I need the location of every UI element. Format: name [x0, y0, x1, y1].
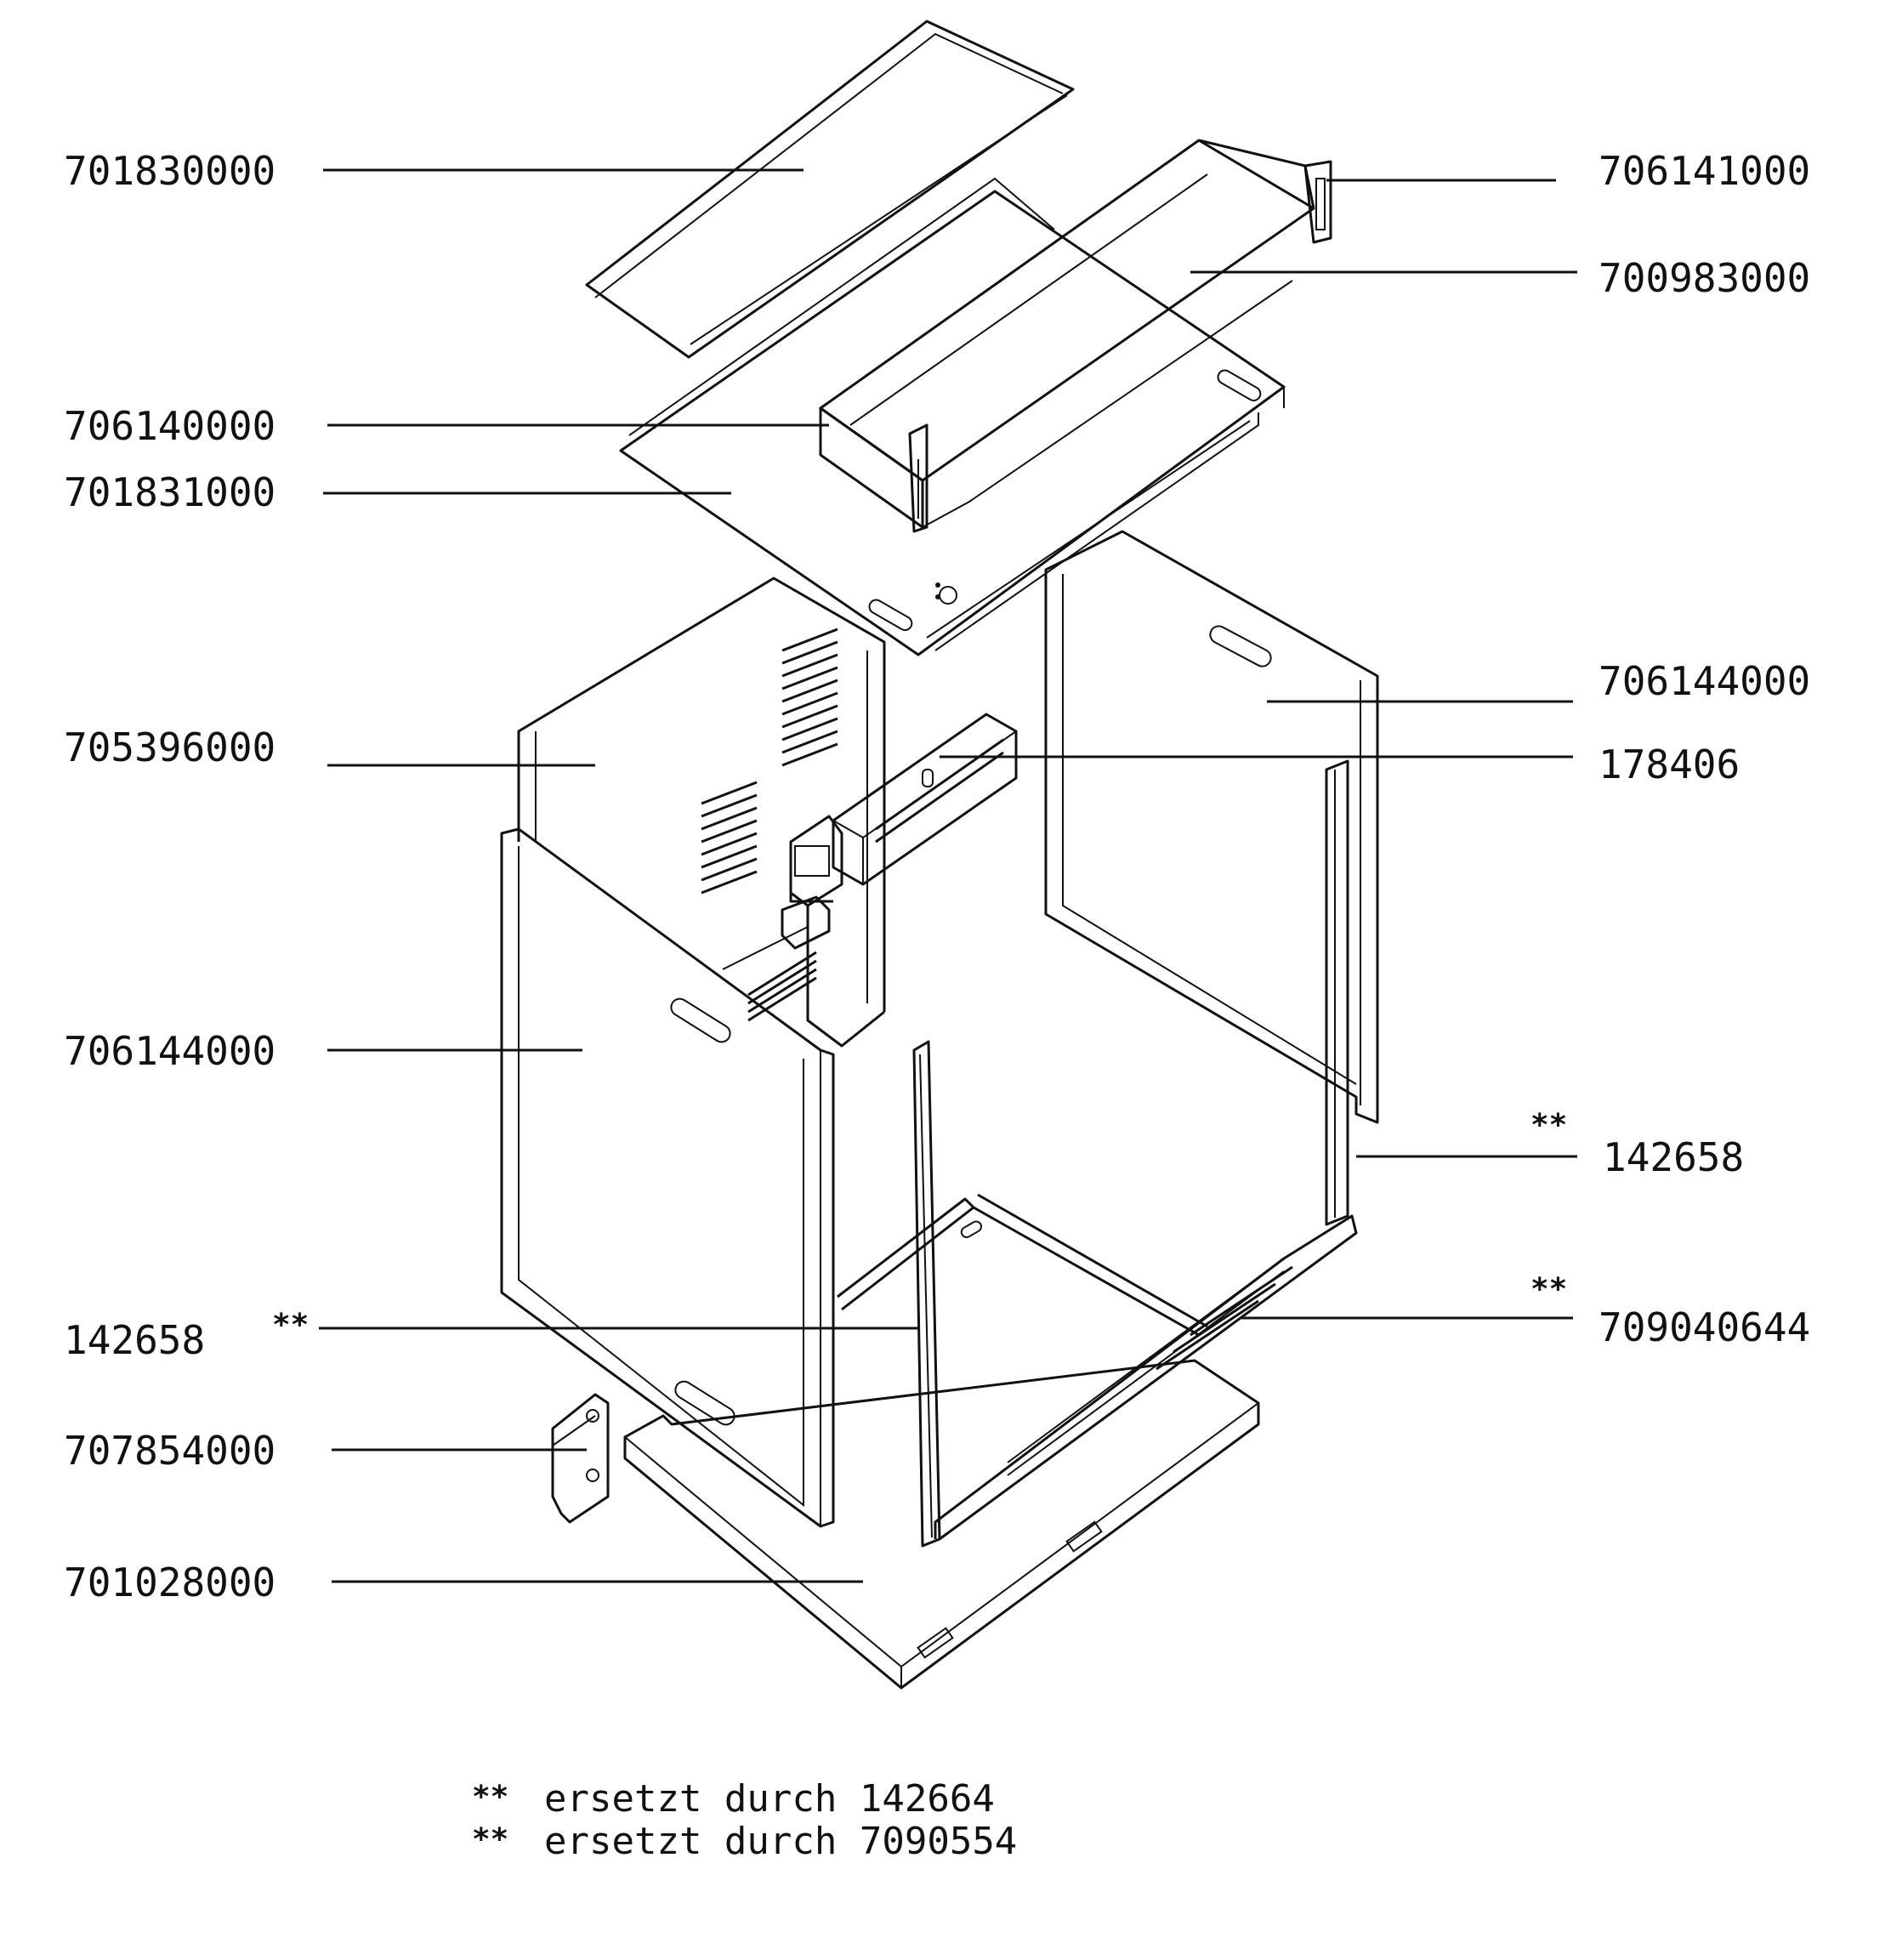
marker-seal-front: ** [272, 1308, 309, 1343]
left-side-panel-part [500, 827, 835, 1528]
label-right-side-panel: 706144000 [1599, 658, 1810, 704]
label-tray-bracket: 700983000 [1599, 255, 1810, 301]
footnote-1-stars: ** [472, 1780, 508, 1815]
bottom-panel-part [623, 1359, 1260, 1690]
label-seal-front: 142658 [64, 1317, 205, 1363]
label-bottom-panel: 701028000 [64, 1559, 275, 1605]
footnote-2-text: ersetzt durch 7090554 [544, 1820, 1017, 1863]
bottom-frame-part [837, 1193, 1208, 1337]
label-seal-right: 142658 [1603, 1134, 1744, 1180]
label-back-panel: 705396000 [64, 724, 275, 770]
top-tray-part [819, 139, 1332, 533]
label-rail-right: 709040644 [1599, 1304, 1810, 1350]
label-fan-housing: 706140000 [64, 403, 275, 449]
top-cover-part [585, 20, 1075, 359]
right-side-panel-part [1044, 530, 1379, 1124]
fan-motor-part [722, 713, 1018, 1048]
replacement-markers: ** ** ** [272, 1108, 1567, 1343]
marker-rail-right: ** [1530, 1272, 1567, 1307]
leader-lines [319, 168, 1577, 1583]
fan-grille [747, 951, 817, 1022]
label-top-panel: 701831000 [64, 469, 275, 515]
label-fan-motor: 178406 [1599, 741, 1740, 787]
bottom-rail-part [934, 1214, 1358, 1541]
marker-seal-right: ** [1530, 1108, 1567, 1143]
label-top-tray: 706141000 [1599, 148, 1810, 194]
part-labels: 701830000 706141000 700983000 706140000 … [64, 148, 1810, 1605]
footnote-1-text: ersetzt durch 142664 [544, 1777, 995, 1821]
hinge-bracket-part [551, 1393, 610, 1524]
right-seal-strip-part [1325, 759, 1349, 1226]
footnote-2-stars: ** [472, 1822, 508, 1857]
front-seal-strip-part [912, 1040, 941, 1548]
label-left-side-panel: 706144000 [64, 1028, 275, 1074]
back-panel-vents [701, 628, 838, 895]
top-panel-part [619, 177, 1286, 656]
label-top-cover: 701830000 [64, 148, 275, 194]
label-hinge-bracket: 707854000 [64, 1428, 275, 1474]
footnotes: ** ersetzt durch 142664 ** ersetzt durch… [472, 1777, 1017, 1863]
back-panel-part [517, 577, 886, 1012]
